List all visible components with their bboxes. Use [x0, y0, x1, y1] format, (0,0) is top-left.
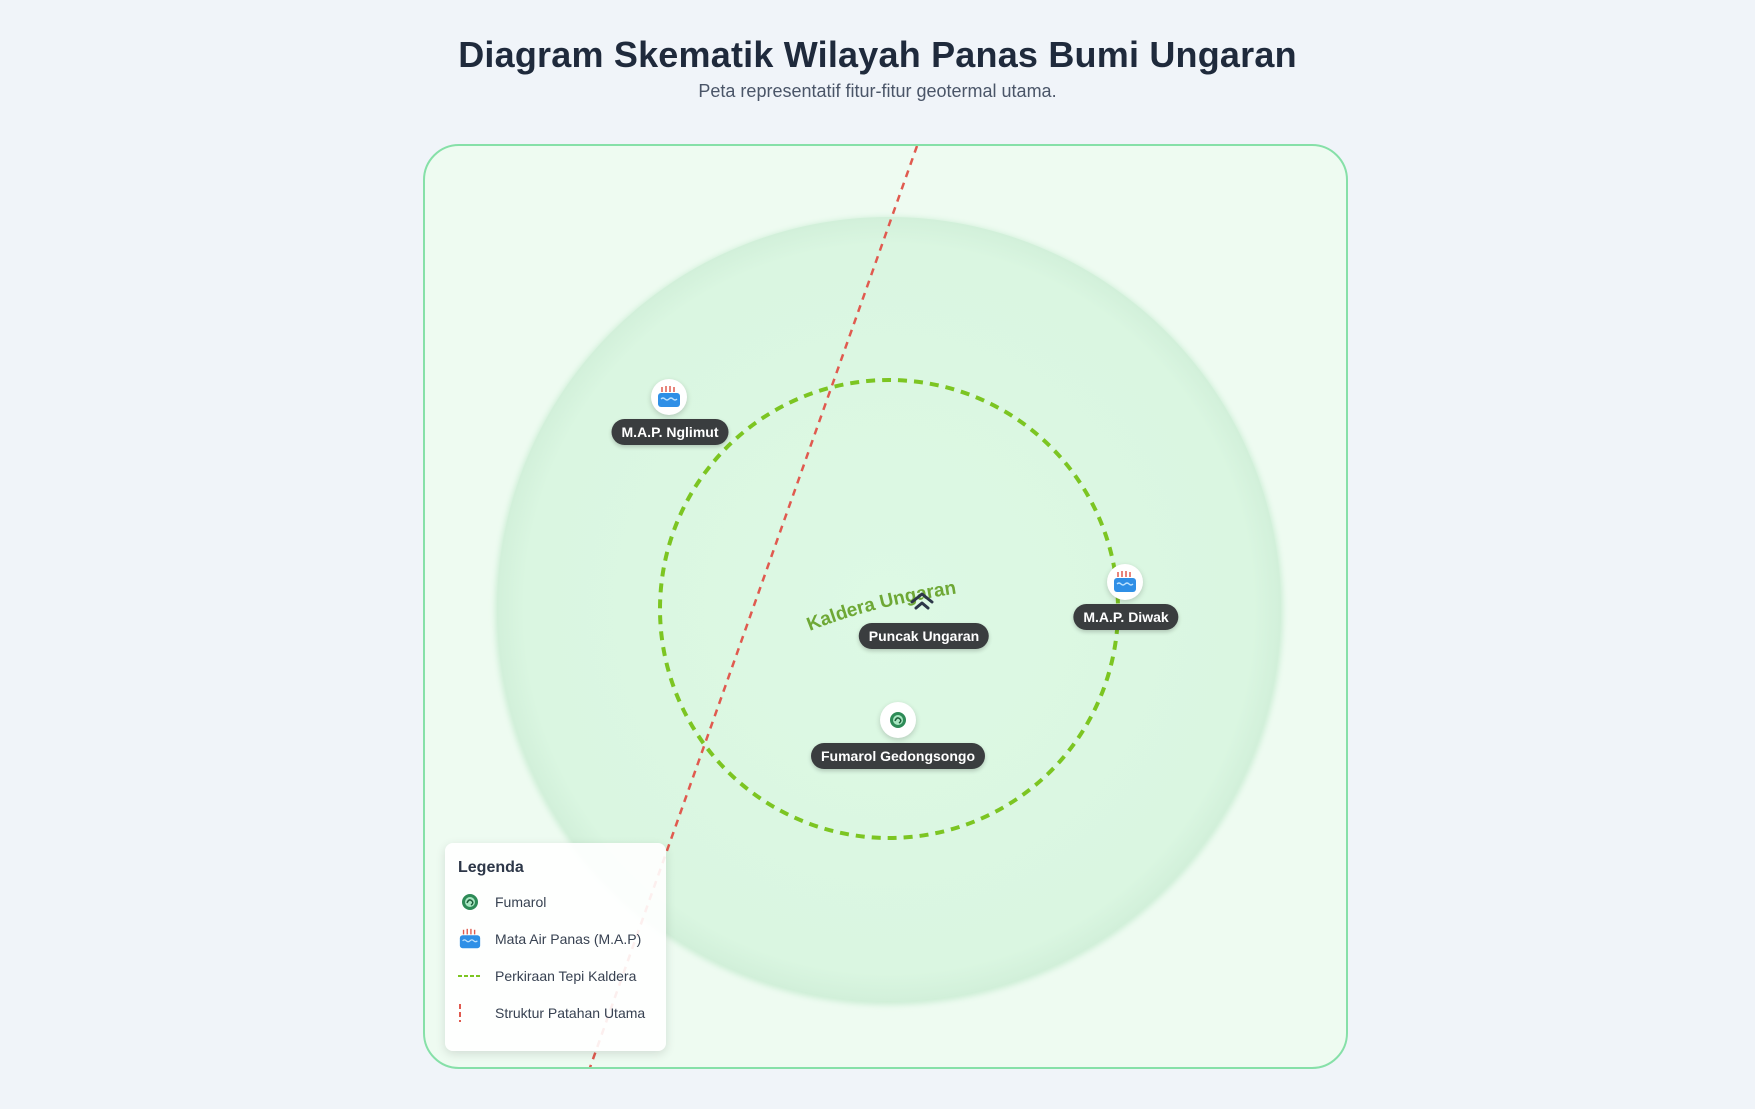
- legend-item-fumarol: Fumarol: [458, 889, 653, 914]
- legend-hot-spring-swatch: [458, 928, 482, 950]
- fumarole-icon: [890, 712, 906, 728]
- legend-fault-swatch: [458, 1002, 482, 1024]
- hot-spring-icon: [658, 386, 680, 407]
- legend-item-fault: Struktur Patahan Utama: [458, 1000, 653, 1025]
- dashed-green-line-icon: [458, 974, 482, 977]
- legend-item-label: Mata Air Panas (M.A.P): [495, 930, 642, 947]
- map-frame: Kaldera Ungaran Puncak Ungaran M.A.P. Ng…: [423, 144, 1348, 1069]
- legend-item-label: Fumarol: [495, 893, 547, 910]
- legend-caldera-swatch: [458, 965, 482, 987]
- hot-spring-icon: [1114, 571, 1136, 592]
- legend: Legenda Fumarol: [445, 843, 666, 1051]
- legend-item-label: Perkiraan Tepi Kaldera: [495, 967, 637, 984]
- gedongsongo-marker[interactable]: [880, 702, 916, 738]
- diwak-label[interactable]: M.A.P. Diwak: [1073, 604, 1179, 630]
- legend-title: Legenda: [458, 859, 524, 876]
- dashed-red-line-icon: [459, 1003, 461, 1022]
- legend-fumarole-swatch: [458, 891, 482, 913]
- legend-item-label: Struktur Patahan Utama: [495, 1004, 646, 1021]
- legend-item-caldera-rim: Perkiraan Tepi Kaldera: [458, 963, 653, 988]
- page-title: Diagram Skematik Wilayah Panas Bumi Unga…: [458, 34, 1297, 75]
- diwak-marker[interactable]: [1107, 564, 1143, 600]
- peak-label[interactable]: Puncak Ungaran: [858, 623, 990, 649]
- nglimut-marker[interactable]: [651, 379, 687, 415]
- nglimut-label[interactable]: M.A.P. Nglimut: [611, 419, 729, 445]
- fumarole-icon: [462, 893, 478, 910]
- legend-item-hot-spring: Mata Air Panas (M.A.P): [458, 926, 653, 951]
- mountain-peak-icon: [910, 592, 934, 610]
- gedongsongo-label[interactable]: Fumarol Gedongsongo: [811, 743, 985, 769]
- page-subtitle: Peta representatif fitur-fitur geotermal…: [698, 81, 1057, 101]
- map-canvas: Kaldera Ungaran: [495, 146, 1283, 1067]
- hot-spring-icon: [459, 928, 481, 948]
- volcano-body: [497, 217, 1281, 1001]
